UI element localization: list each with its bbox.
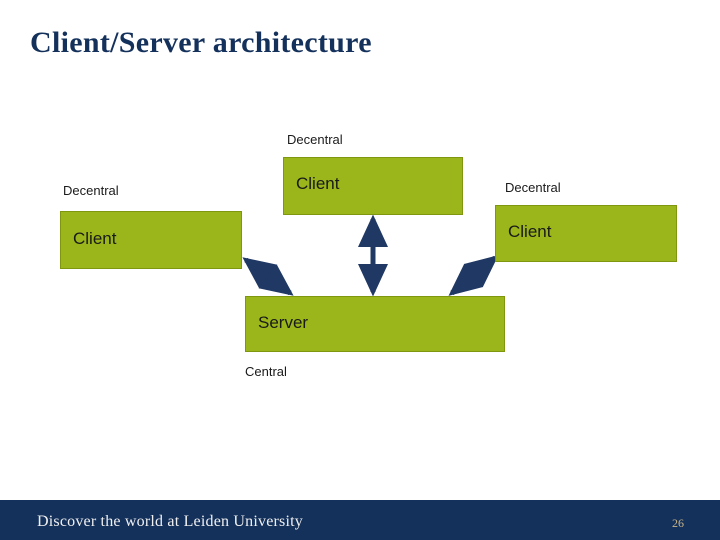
node-client-top[interactable]: Client xyxy=(283,157,463,215)
node-client-left[interactable]: Client xyxy=(60,211,242,269)
caption-central: Central xyxy=(245,364,287,379)
arrow-server-client-right xyxy=(448,255,499,296)
caption-decentral-left: Decentral xyxy=(63,183,119,198)
footer-bar xyxy=(0,500,720,540)
arrow-server-client-left xyxy=(242,257,294,296)
caption-decentral-top: Decentral xyxy=(287,132,343,147)
page-title: Client/Server architecture xyxy=(30,26,372,59)
node-label: Client xyxy=(296,174,340,193)
caption-decentral-right: Decentral xyxy=(505,180,561,195)
node-client-right[interactable]: Client xyxy=(495,205,677,262)
node-label: Client xyxy=(73,229,117,248)
node-label: Server xyxy=(258,313,309,332)
node-label: Client xyxy=(508,222,552,241)
node-server[interactable]: Server xyxy=(245,296,505,352)
footer-text: Discover the world at Leiden University xyxy=(37,513,303,530)
footer-page-number: 26 xyxy=(672,516,684,530)
